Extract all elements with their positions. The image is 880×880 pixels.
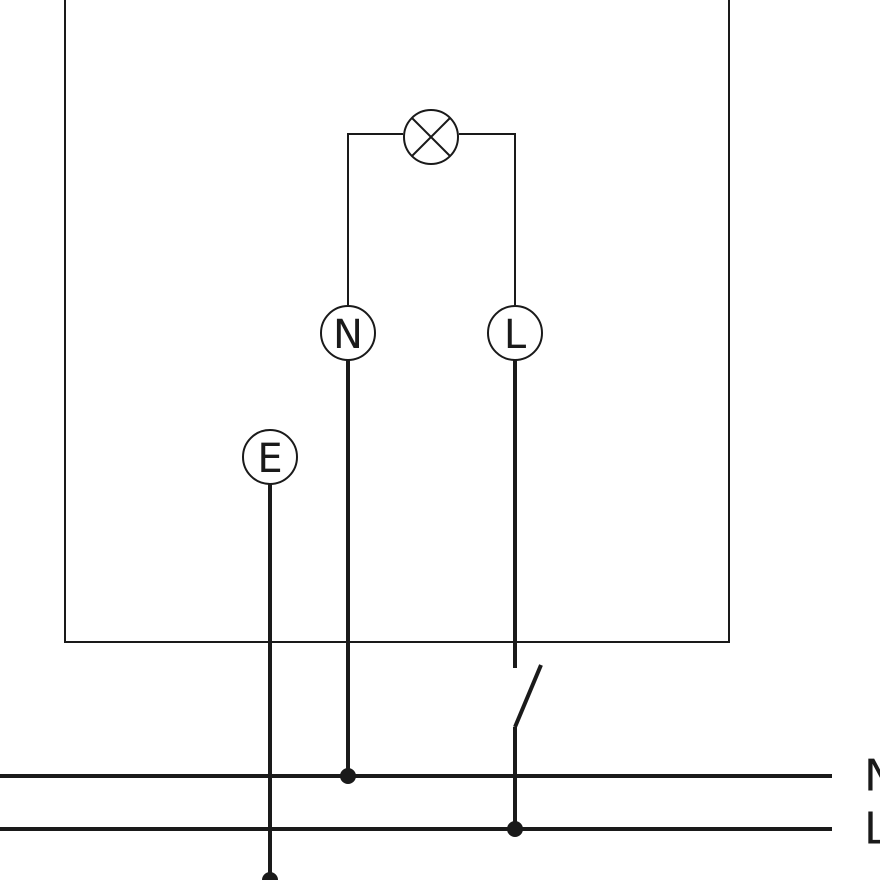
neutral-junction-dot xyxy=(340,768,356,784)
terminal-neutral-label: N xyxy=(333,312,363,358)
earth-junction-dot xyxy=(262,872,278,880)
terminal-earth: E xyxy=(242,429,298,485)
terminal-earth-label: E xyxy=(257,436,282,482)
switch-blade xyxy=(513,664,543,728)
terminal-live: L xyxy=(487,305,543,361)
terminal-live-label: L xyxy=(504,312,527,358)
live-junction-dot xyxy=(507,821,523,837)
terminal-neutral: N xyxy=(320,305,376,361)
lamp-icon xyxy=(403,109,459,165)
lamp-neutral-wire xyxy=(347,133,403,305)
lamp-live-wire xyxy=(459,133,516,305)
live-rail-label: L xyxy=(864,804,880,855)
neutral-rail-label: N xyxy=(864,751,880,802)
enclosure-box xyxy=(64,0,730,643)
